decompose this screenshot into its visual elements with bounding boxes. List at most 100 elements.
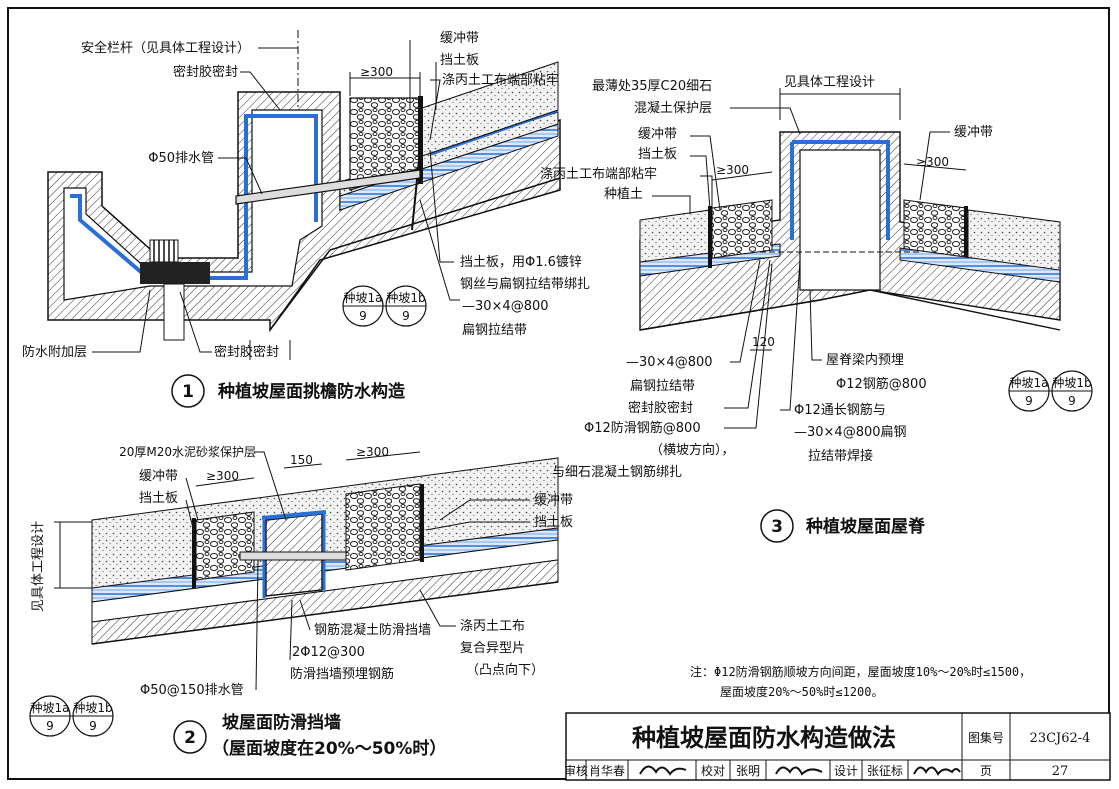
check-name: 张明	[736, 764, 760, 778]
review-signature	[639, 765, 687, 776]
ref-1a-bottom: 9	[359, 309, 367, 323]
detail-3-drawing: 最薄处35厚C20细石 混凝土保护层 见具体工程设计 缓冲带 挡土板 涤丙土工布…	[540, 75, 1093, 543]
ref-1b-bottom: 9	[402, 309, 410, 323]
label-rebar-1: 2Φ12@300	[292, 645, 365, 660]
retaining-board-right-ridge	[964, 206, 968, 266]
eave-gutter-cavity	[63, 109, 323, 301]
ref-1b-top: 种坡1b	[386, 291, 425, 305]
label-geotextile-1: 涤丙土工布	[460, 619, 525, 634]
label-through-2: —30×4@800扁钢	[794, 425, 907, 440]
detail-2-title-2: （屋面坡度在20%～50%时）	[212, 738, 446, 759]
drain-outlet-body	[140, 262, 210, 284]
ref-2a-bottom: 9	[46, 719, 54, 733]
review-name: 肖华春	[589, 764, 625, 778]
detail-2-number: 2	[184, 728, 196, 748]
sheet-title: 种植坡屋面防水构造做法	[632, 724, 896, 752]
design-label: 设计	[834, 764, 858, 778]
label-sealant-ridge: 密封胶密封	[628, 400, 693, 416]
detail-1-drawing: 安全栏杆（见具体工程设计） 密封胶密封 Φ50排水管 缓冲带 挡土板 涤丙土工布…	[22, 30, 590, 408]
ref-2b-top: 种坡1b	[73, 701, 112, 715]
review-label: 审核	[564, 763, 588, 778]
detail-2-title-1: 坡屋面防滑挡墙	[222, 712, 341, 733]
label-dim-300-left-ridge: ≥300	[716, 163, 749, 177]
label-sealant-bottom: 密封胶密封	[214, 344, 279, 360]
label-anti-1: Φ12防滑钢筋@800	[584, 420, 701, 436]
label-steel-1: —30×4@800	[462, 299, 549, 314]
label-anti-2: （横坡方向），	[650, 442, 735, 458]
label-protect-1: 最薄处35厚C20细石	[592, 79, 712, 94]
label-geotextile: 涤丙土工布端部粘牢	[442, 73, 559, 88]
label-drain-150: Φ50@150排水管	[140, 683, 244, 698]
label-see-design: 见具体工程设计	[784, 75, 875, 90]
label-cushion: 缓冲带	[440, 31, 479, 46]
label-rebar-2: 防滑挡墙预埋钢筋	[290, 666, 394, 682]
atlas-value: 23CJ62-4	[1030, 731, 1091, 746]
label-cushion-left: 缓冲带	[139, 469, 178, 484]
ref-2a-top: 种坡1a	[31, 701, 70, 715]
label-mortar: 20厚M20水泥砂浆保护层	[119, 444, 256, 459]
ref-3a-top: 种坡1a	[1010, 376, 1049, 390]
label-drain-pipe: Φ50排水管	[148, 151, 214, 166]
drain-down-pipe	[163, 283, 185, 341]
ref-2b-bottom: 9	[89, 719, 97, 733]
atlas-label: 图集号	[968, 730, 1004, 745]
label-steel-ridge-1: —30×4@800	[626, 355, 713, 370]
detail-2-drawing: 20厚M20水泥砂浆保护层 缓冲带 挡土板 ≥300 150 ≥300 缓冲带 …	[29, 444, 573, 759]
cushion-gravel-left	[195, 511, 255, 581]
detail-2-number-circle	[173, 720, 207, 754]
detail-1-ref-bubbles[interactable]: 种坡1a 9 种坡1b 9	[342, 285, 427, 327]
label-retaining: 挡土板	[440, 53, 479, 68]
detail-3-number: 3	[771, 517, 783, 537]
detail-3-ref-bubbles[interactable]: 种坡1a 9 种坡1b 9	[1008, 370, 1093, 412]
label-through-3: 拉结带焊接	[808, 448, 873, 464]
note-line-1: 注：Φ12防滑钢筋顺坡方向间距，屋面坡度10%～20%时≤1500，	[690, 664, 1031, 679]
label-vertical-design: 见具体工程设计	[31, 521, 46, 612]
ref-3b-top: 种坡1b	[1052, 376, 1091, 390]
label-geotextile-3: （凸点向下）	[466, 662, 544, 678]
detail-3-title: 种植坡屋面屋脊	[805, 516, 926, 537]
detail-1-number-circle	[171, 374, 205, 408]
label-retaining-note-1: 挡土板，用Φ1.6镀锌	[460, 254, 582, 270]
label-dim-300-left: ≥300	[206, 469, 239, 483]
label-cushion-right: 缓冲带	[534, 493, 573, 508]
retaining-board-right	[420, 484, 424, 562]
label-dim-300-right-ridge: ≥300	[916, 155, 949, 169]
label-steel-2: 扁钢拉结带	[462, 323, 527, 338]
check-signature	[775, 766, 823, 776]
label-soil: 种植土	[604, 187, 643, 202]
label-retaining-right: 挡土板	[534, 515, 573, 530]
tie-strap	[411, 149, 421, 231]
label-geotextile-2: 复合异型片	[460, 641, 525, 656]
membrane-right	[899, 247, 1061, 283]
label-beam-2: Φ12钢筋@800	[836, 376, 927, 392]
ref-3b-bottom: 9	[1068, 394, 1076, 408]
detail-1-number: 1	[182, 382, 194, 402]
title-block: 种植坡屋面防水构造做法 图集号 23CJ62-4 审核 肖华春 校对 张明 设计…	[564, 712, 1111, 781]
label-retaining-left-ridge: 挡土板	[638, 147, 677, 162]
retaining-board-left-ridge	[708, 206, 712, 268]
label-steel-ridge-2: 扁钢拉结带	[630, 379, 695, 394]
detail-3-number-circle	[760, 509, 794, 543]
label-dim-150: 150	[290, 453, 313, 467]
drawing-frame	[7, 7, 1110, 780]
ref-3a-bottom: 9	[1025, 394, 1033, 408]
detail-2-ref-bubbles[interactable]: 种坡1a 9 种坡1b 9	[29, 695, 114, 737]
label-dim-300: ≥300	[360, 65, 393, 79]
label-waterproof-add: 防水附加层	[22, 344, 87, 360]
note-line-2: 屋面坡度20%～50%时≤1200。	[720, 684, 883, 699]
label-geotextile-ridge: 涤丙土工布端部粘牢	[540, 167, 657, 182]
label-dim-300-right: ≥300	[356, 445, 389, 459]
drain-pipe-150	[239, 551, 361, 561]
label-through-1: Φ12通长钢筋与	[794, 402, 886, 418]
retaining-board	[418, 96, 423, 184]
cushion-gravel-right	[345, 483, 421, 571]
label-cushion-left-ridge: 缓冲带	[638, 127, 677, 142]
ridge-membrane	[790, 140, 890, 240]
retaining-board-left	[192, 518, 196, 588]
drain-pipe-50	[235, 169, 421, 205]
label-retaining-left: 挡土板	[139, 491, 178, 506]
design-signature	[913, 766, 961, 776]
label-sealant-top: 密封胶密封	[173, 64, 238, 80]
design-name: 张征标	[867, 764, 903, 778]
